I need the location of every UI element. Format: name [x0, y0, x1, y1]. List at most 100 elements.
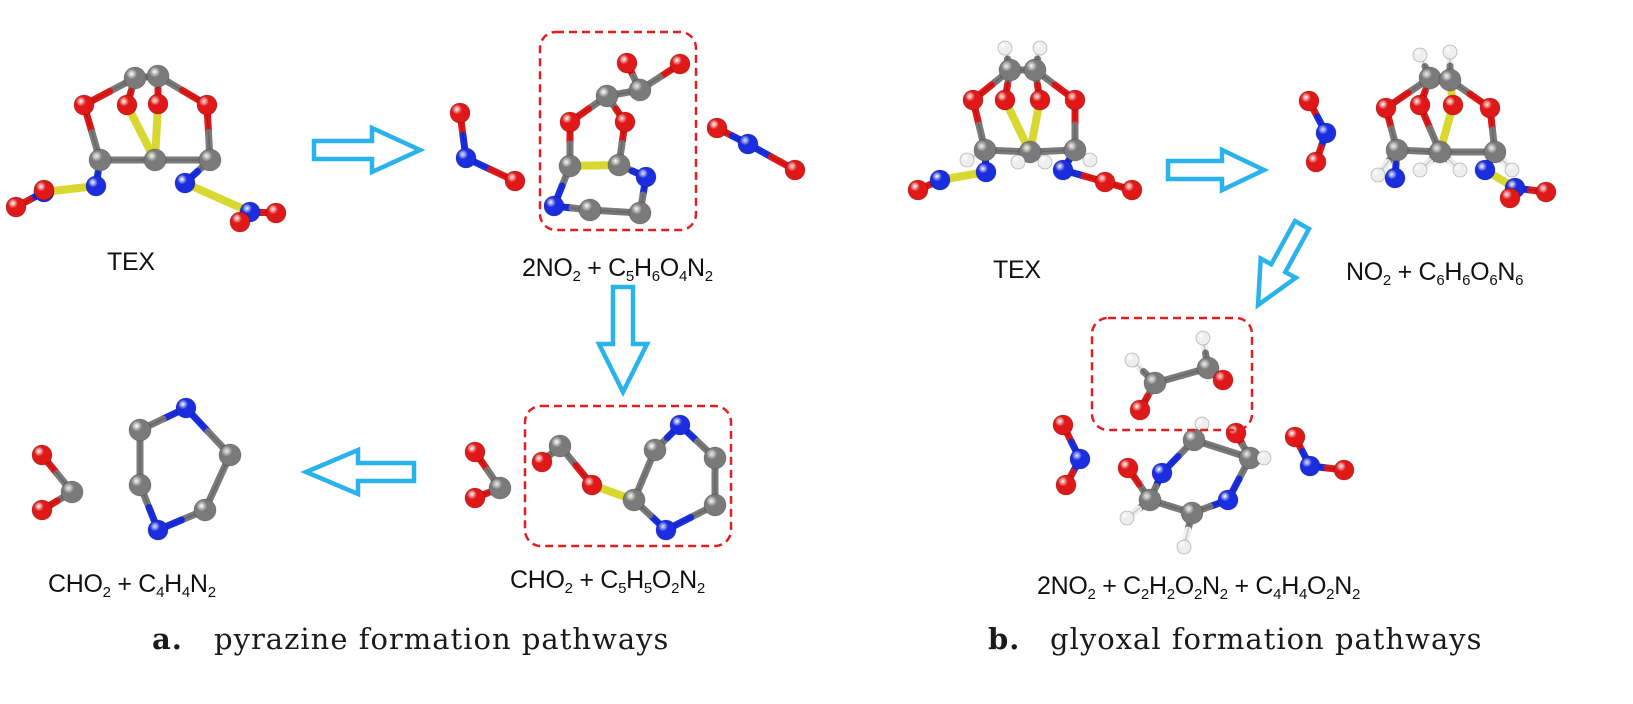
oxygen-atom — [1298, 90, 1320, 112]
carbon-atom — [123, 66, 147, 90]
hydrogen-atom — [1452, 162, 1468, 178]
hydrogen-atom — [1082, 152, 1098, 168]
nitrogen-atom — [635, 166, 657, 188]
carbon-atom — [1196, 356, 1220, 380]
nitrogen-atom — [174, 172, 196, 194]
caption-b-letter: b. — [988, 622, 1021, 656]
oxygen-atom — [464, 441, 486, 463]
carbon-atom — [128, 473, 152, 497]
arrow-a-step1 — [311, 124, 426, 176]
hydrogen-atom — [1037, 154, 1053, 170]
carbon-atom — [628, 78, 652, 102]
oxygen-atom — [31, 499, 53, 521]
carbon-atom — [1138, 488, 1162, 512]
nitrogen-atom — [455, 147, 477, 169]
oxygen-atom — [1479, 97, 1501, 119]
cho2-a-mid — [464, 441, 512, 509]
caption-a: a.pyrazine formation pathways — [152, 622, 669, 656]
oxygen-atom — [504, 170, 526, 192]
no2-b-right — [1284, 426, 1355, 481]
oxygen-atom — [1212, 369, 1234, 391]
carbon-atom — [548, 434, 572, 458]
oxygen-atom — [669, 53, 691, 75]
oxygen-atom — [1117, 457, 1139, 479]
oxygen-atom — [994, 89, 1016, 111]
carbon-atom — [622, 488, 646, 512]
nitrogen-atom — [737, 133, 759, 155]
carbon-atom — [193, 498, 217, 522]
hydrogen-atom — [1176, 539, 1192, 555]
no2-b-step1 — [1298, 90, 1337, 173]
nitrogen-atom — [929, 169, 951, 191]
oxygen-atom — [1375, 97, 1397, 119]
oxygen-atom — [265, 202, 287, 224]
tex-molecule-a-bonds — [12, 72, 280, 226]
tex-molecule-b — [907, 40, 1143, 201]
hydrogen-atom — [959, 152, 975, 168]
oxygen-atom — [229, 211, 251, 233]
carbon-atom — [1182, 428, 1206, 452]
c5h6o4n2-molecule-bonds — [550, 59, 684, 217]
tex-label-b: TEX — [993, 256, 1041, 284]
c5h6o4n2-molecule — [543, 52, 691, 225]
nitrogen-atom — [1151, 462, 1173, 484]
pyrazine-molecule — [128, 397, 242, 541]
bond-sulfur — [181, 179, 254, 216]
carbon-atom — [1143, 371, 1167, 395]
hydrogen-atom — [1032, 40, 1048, 56]
oxygen-atom — [531, 451, 553, 473]
oxygen-atom — [1535, 181, 1557, 203]
caption-a-text: pyrazine formation pathways — [214, 622, 670, 656]
no2-a-left-bonds — [456, 109, 519, 185]
carbon-atom — [1428, 140, 1452, 164]
nitrogen-atom — [85, 175, 107, 197]
glyoxal-molecule — [1124, 330, 1234, 421]
highlight-box-a-step2 — [523, 404, 733, 548]
nitrogen-atom — [1315, 122, 1337, 144]
oxygen-atom — [73, 94, 95, 116]
hydrogen-atom — [1412, 47, 1428, 63]
pyrazine-molecule-bonds — [136, 404, 234, 534]
oxygen-atom — [581, 474, 603, 496]
carbon-atom — [128, 418, 152, 442]
hydrogen-atom — [1124, 352, 1140, 368]
carbon-atom — [703, 493, 727, 517]
carbon-atom — [1180, 501, 1204, 525]
oxygen-atom — [1225, 422, 1247, 444]
oxygen-atom — [1052, 414, 1074, 436]
oxygen-atom — [147, 93, 169, 115]
oxygen-atom — [706, 117, 728, 139]
formula-a-product: CHO2 + C4H4N2 — [48, 570, 216, 601]
oxygen-atom — [1442, 94, 1464, 116]
arrow-a-step2 — [595, 284, 651, 398]
hydrogen-atom — [1370, 167, 1386, 183]
oxygen-atom — [907, 179, 929, 201]
nitrogen-atom — [147, 519, 169, 541]
nitrogen-atom — [1474, 159, 1496, 181]
carbon-atom — [1023, 58, 1047, 82]
carbon-atom — [1063, 138, 1087, 162]
nitrogen-atom — [543, 195, 565, 217]
carbon-atom — [628, 201, 652, 225]
oxygen-atom — [616, 52, 638, 74]
oxygen-atom — [33, 179, 55, 201]
carbon-atom — [88, 148, 112, 172]
tex-molecule-a — [5, 64, 287, 233]
tex-label-a: TEX — [107, 248, 155, 276]
hydrogen-atom — [1119, 510, 1135, 526]
carbon-atom — [1018, 140, 1042, 164]
carbon-atom — [60, 480, 84, 504]
oxygen-atom — [1129, 399, 1151, 421]
oxygen-atom — [614, 111, 636, 133]
hydrogen-atom — [1442, 44, 1458, 60]
oxygen-atom — [1499, 187, 1521, 209]
carbon-atom — [643, 438, 667, 462]
hydrogen-atom — [1256, 450, 1272, 466]
nitrogen-atom — [1384, 167, 1406, 189]
oxygen-atom — [559, 111, 581, 133]
nitrogen-atom — [175, 397, 197, 419]
formula-b-step1: NO2 + C6H6O6N6 — [1346, 258, 1524, 289]
oxygen-atom — [196, 94, 218, 116]
oxygen-atom — [1305, 151, 1327, 173]
